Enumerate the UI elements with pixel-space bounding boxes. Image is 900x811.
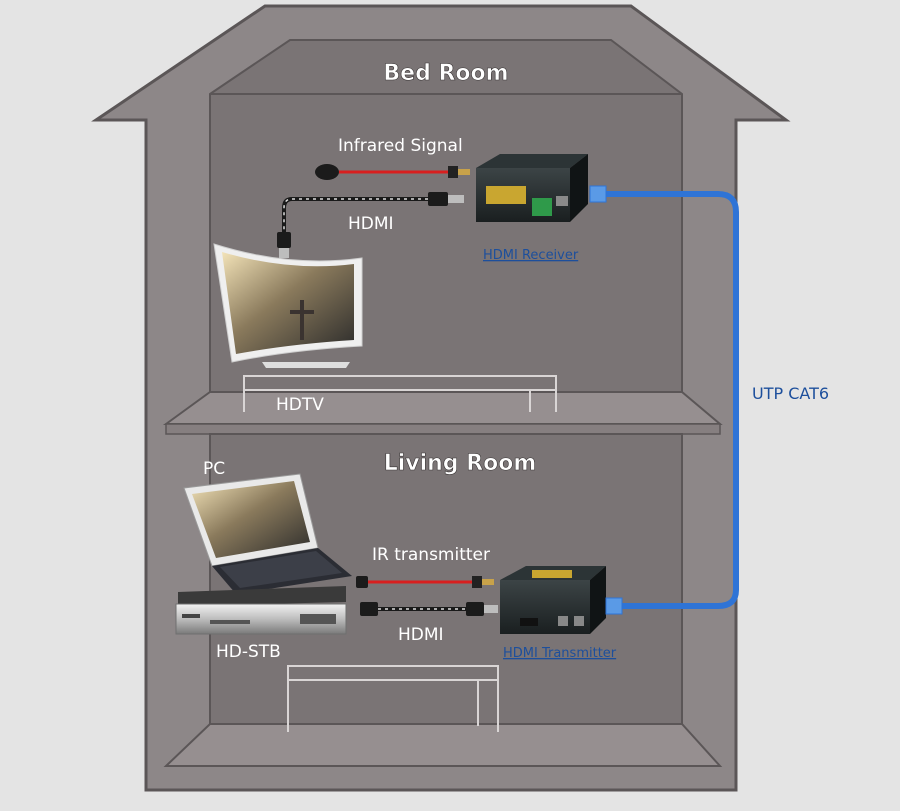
receiver-device-icon (476, 154, 588, 222)
tv-shelf (243, 375, 557, 412)
house-outline (91, 4, 791, 792)
ir-transmitter-label: IR transmitter (372, 545, 490, 565)
utp-cat6-label: UTP CAT6 (752, 384, 829, 403)
hdmi-bedroom-label: HDMI (348, 214, 394, 234)
transmitter-device-icon (500, 566, 606, 634)
settop-box-icon (175, 586, 347, 635)
laptop-icon (183, 473, 352, 594)
hdtv-icon (213, 243, 363, 368)
rj45-plug-icon (589, 185, 607, 203)
bedroom-title: Bed Room (383, 61, 508, 86)
hdmi-receiver-label: HDMI Receiver (483, 248, 579, 263)
ir-sensor-icon (315, 164, 339, 180)
hdtv-label: HDTV (276, 395, 324, 415)
hdmi-plug-icon (277, 192, 464, 258)
hd-stb-label: HD-STB (216, 642, 281, 662)
hdmi-transmitter-label: HDMI Transmitter (503, 646, 617, 661)
living-shelf (287, 665, 499, 732)
pc-label: PC (203, 459, 225, 479)
infrared-signal-label: Infrared Signal (338, 136, 463, 156)
hdmi-plug-icon (360, 602, 498, 616)
audio-jack-icon (448, 166, 470, 178)
ir-transmitter-plug-icon (356, 576, 368, 588)
utp-cat6-cable (601, 191, 739, 609)
rj45-plug-icon (605, 597, 623, 615)
livingroom-title: Living Room (384, 451, 537, 476)
hdmi-livingroom-label: HDMI (398, 625, 444, 645)
audio-jack-icon (472, 576, 494, 588)
